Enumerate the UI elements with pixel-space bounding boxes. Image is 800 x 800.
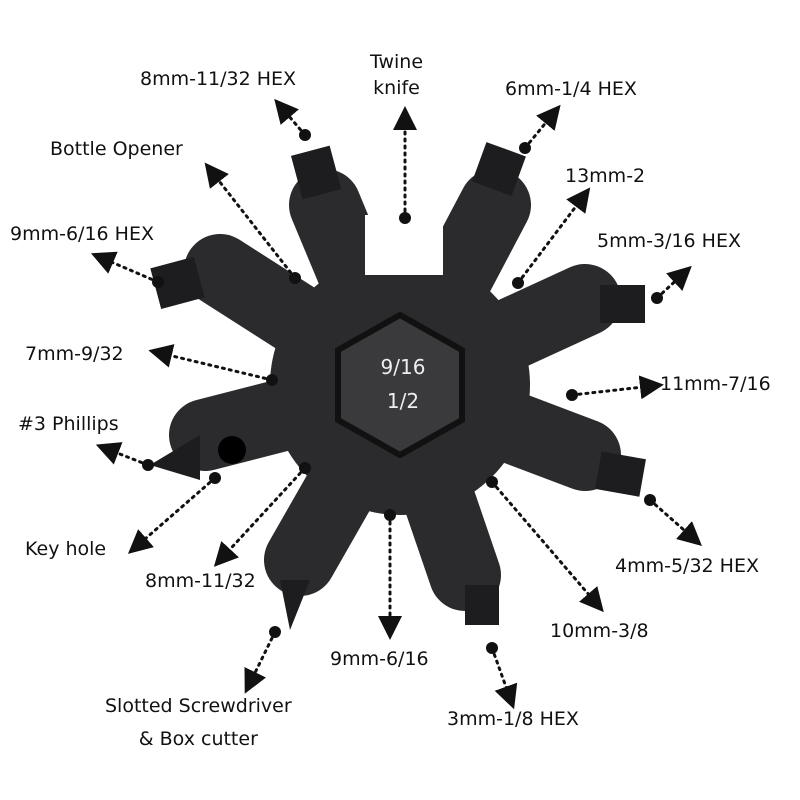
label-twine-line1: Twine: [370, 51, 424, 73]
label-7mm: 7mm-9/32: [25, 343, 124, 365]
label-5mm-hex: 5mm-3/16 HEX: [597, 230, 741, 252]
label-8mm: 8mm-11/32: [145, 570, 256, 592]
label-bottle-opener: Bottle Opener: [50, 138, 183, 160]
center-hex-label: 9/16 1/2: [363, 350, 443, 418]
label-9mm-hex: 9mm-6/16 HEX: [10, 223, 154, 245]
label-6mm-hex: 6mm-1/4 HEX: [505, 78, 637, 100]
label-9mm: 9mm-6/16: [330, 648, 429, 670]
label-slotted-line1: Slotted Screwdriver: [105, 695, 292, 717]
label-8mm-hex: 8mm-11/32 HEX: [140, 68, 297, 90]
pointer-arrows: [90, 98, 702, 710]
label-4mm-hex: 4mm-5/32 HEX: [615, 555, 759, 577]
label-slotted-line2: & Box cutter: [138, 728, 258, 750]
center-label-9-16: 9/16: [380, 355, 426, 379]
center-hex-hole: [335, 311, 465, 459]
label-3mm-hex: 3mm-1/8 HEX: [447, 708, 579, 730]
key-hole: [218, 436, 246, 464]
label-13mm: 13mm-2: [565, 165, 646, 187]
label-twine-line2: knife: [373, 77, 420, 99]
hex-bits: [150, 142, 646, 630]
label-10mm: 10mm-3/8: [550, 620, 649, 642]
label-11mm: 11mm-7/16: [660, 373, 771, 395]
label-slotted-screwdriver: Slotted Screwdriver & Box cutter: [105, 690, 292, 756]
label-twine-knife: Twine knife: [370, 49, 423, 101]
label-phillips: #3 Phillips: [18, 413, 119, 435]
label-key-hole: Key hole: [25, 538, 107, 560]
pointer-dots: [142, 129, 663, 654]
center-label-1-2: 1/2: [386, 389, 420, 413]
